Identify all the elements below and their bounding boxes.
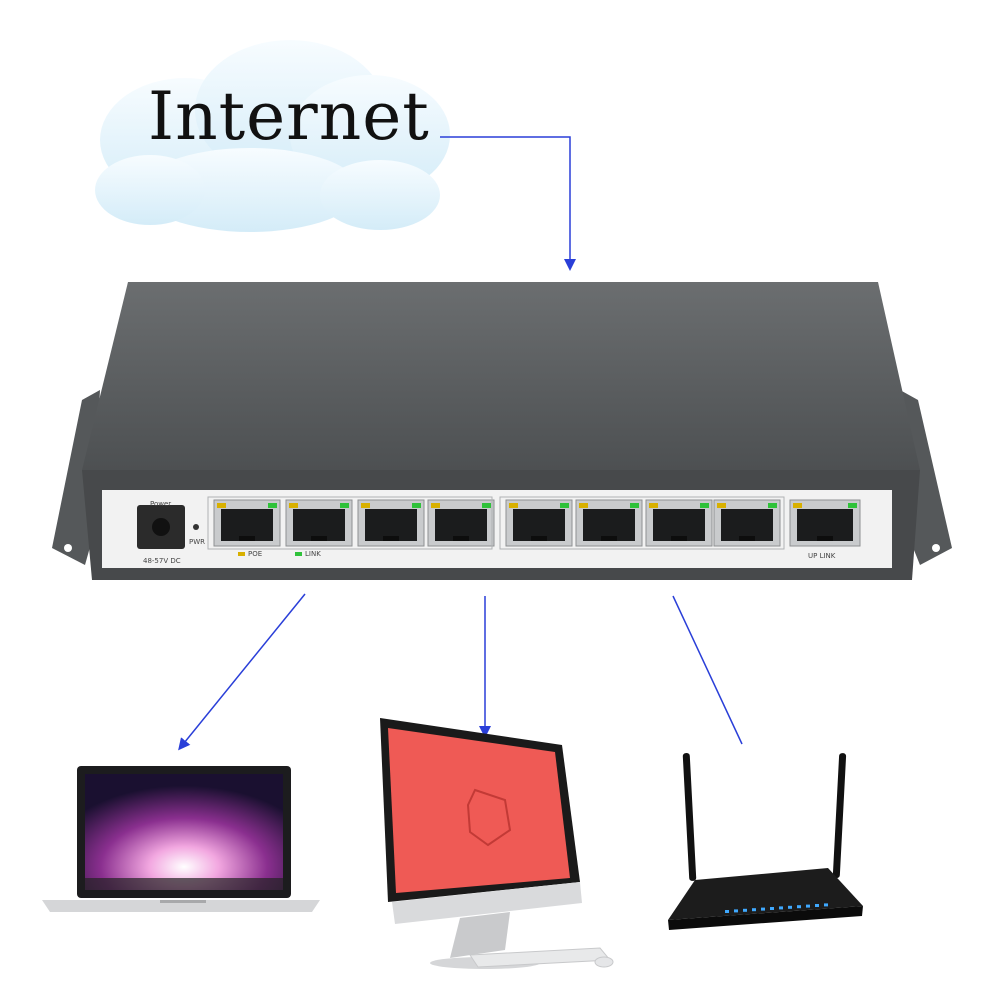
mouse [595,957,613,967]
poe-led [717,503,726,508]
poe-led [579,503,588,508]
poe-led [289,503,298,508]
router-led [761,908,765,911]
poe-led [649,503,658,508]
uplink-arrow [440,137,570,268]
poe-port [428,500,494,546]
poe-port [214,500,280,546]
router-led [824,903,828,906]
link-led [630,503,639,508]
poe-led [509,503,518,508]
laptop [42,766,320,912]
link-legend-led [295,552,302,556]
link-led [768,503,777,508]
poe-port [714,500,780,546]
poe-legend-led [238,552,245,556]
router-led [734,909,738,912]
internet-label: Internet [148,78,430,155]
link-led [482,503,491,508]
link-led [412,503,421,508]
downlink-arrows [180,594,742,748]
switch-top [82,282,920,470]
poe-switch [52,282,952,580]
poe-port [506,500,572,546]
link-led [700,503,709,508]
router-led [725,910,729,913]
router-led [806,905,810,908]
poe-port [646,500,712,546]
power-label: Power [150,500,171,508]
link-led [560,503,569,508]
link-led [848,503,857,508]
router-led [788,906,792,909]
link-legend-label: LINK [305,550,321,558]
uplink-port [790,500,860,546]
dc-input-label: 48-57V DC [143,557,181,565]
poe-port [358,500,424,546]
uplink-label: UP LINK [808,552,835,560]
link-led [268,503,277,508]
router-led [779,906,783,909]
pwr-led-label: PWR [189,538,205,546]
router-led [743,909,747,912]
router-led [770,907,774,910]
link-led [340,503,349,508]
poe-led [217,503,226,508]
poe-legend-label: POE [248,550,262,558]
desktop-monitor [380,718,613,969]
router-led [797,905,801,908]
router-led [815,904,819,907]
poe-led [793,503,802,508]
poe-led [361,503,370,508]
wireless-router [668,753,863,930]
poe-port [286,500,352,546]
poe-led [431,503,440,508]
poe-port [576,500,642,546]
router-led [752,908,756,911]
